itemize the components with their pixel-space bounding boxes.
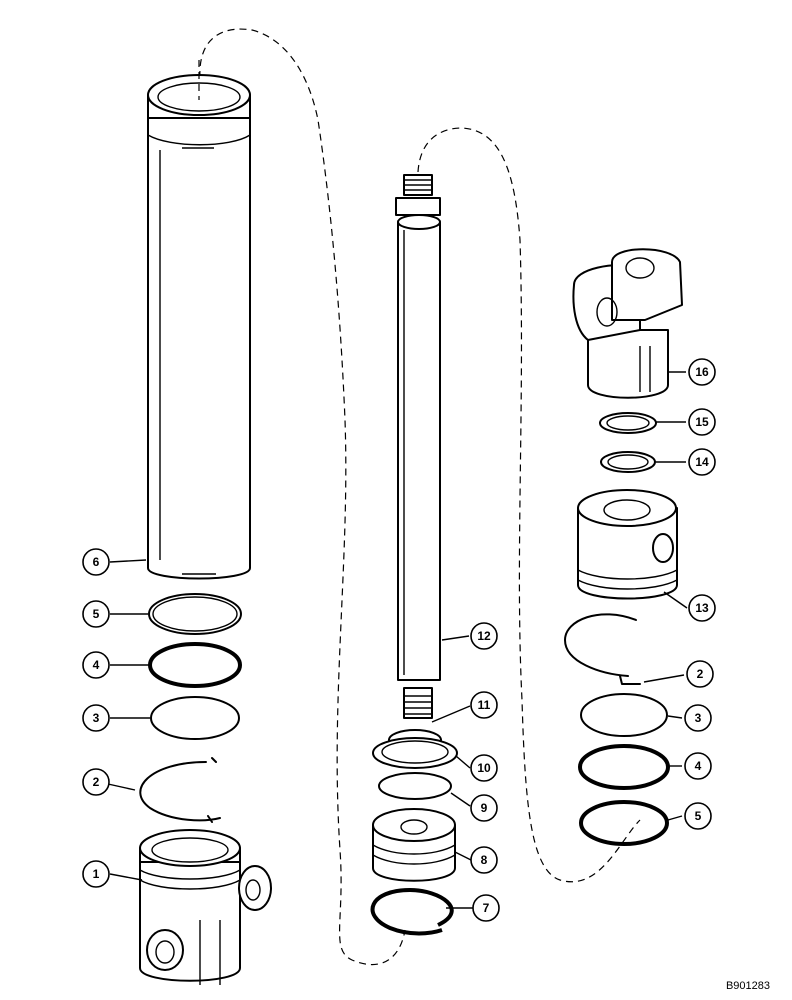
callout-9: 9 [470, 794, 498, 822]
callout-5-right: 5 [684, 802, 712, 830]
svg-text:12: 12 [477, 629, 491, 643]
svg-text:6: 6 [93, 555, 100, 569]
callout-6: 6 [82, 548, 110, 576]
seal-ring-4-right [578, 744, 670, 790]
callout-8: 8 [470, 846, 498, 874]
piston-8 [372, 808, 456, 882]
callout-15: 15 [688, 408, 716, 436]
assembly-path-line [199, 28, 406, 966]
svg-text:9: 9 [481, 801, 488, 815]
retaining-ring-7 [370, 887, 454, 936]
figure-reference-code: B901283 [725, 980, 770, 992]
svg-text:5: 5 [93, 607, 100, 621]
svg-text:13: 13 [695, 601, 709, 615]
svg-text:3: 3 [695, 711, 702, 725]
callout-16: 16 [688, 358, 716, 386]
svg-text:10: 10 [477, 761, 491, 775]
svg-text:15: 15 [695, 415, 709, 429]
seal-ring-3-left [150, 696, 240, 740]
seal-ring-3-right [580, 693, 668, 737]
o-ring-9 [378, 772, 452, 800]
seal-15 [599, 412, 657, 434]
callout-3-right: 3 [684, 704, 712, 732]
callout-3-left: 3 [82, 704, 110, 732]
callout-5-left: 5 [82, 600, 110, 628]
piston-rod [395, 174, 441, 719]
svg-text:7: 7 [483, 901, 490, 915]
snap-ring-2-right [564, 613, 641, 685]
callout-2-left: 2 [82, 768, 110, 796]
svg-text:1: 1 [93, 867, 100, 881]
svg-text:3: 3 [93, 711, 100, 725]
svg-text:4: 4 [695, 759, 702, 773]
seal-14 [600, 451, 656, 473]
callout-1: 1 [82, 860, 110, 888]
callout-2-right: 2 [686, 660, 714, 688]
seal-ring-5-right [579, 800, 669, 846]
svg-text:11: 11 [478, 698, 491, 712]
cylinder-base-end [139, 829, 272, 985]
snap-ring-2-left [139, 757, 221, 823]
svg-text:2: 2 [93, 775, 100, 789]
callout-7: 7 [472, 894, 500, 922]
svg-text:5: 5 [695, 809, 702, 823]
callout-10: 10 [470, 754, 498, 782]
leader-lines [107, 371, 688, 909]
callout-4-left: 4 [82, 651, 110, 679]
callout-12: 12 [470, 622, 498, 650]
wear-ring-10 [372, 737, 458, 769]
callout-4-right: 4 [684, 752, 712, 780]
gland-13 [577, 489, 678, 600]
seal-ring-4-left [148, 642, 242, 688]
svg-text:2: 2 [697, 667, 704, 681]
svg-text:8: 8 [481, 853, 488, 867]
callout-14: 14 [688, 448, 716, 476]
assembly-path-line [417, 127, 641, 883]
callout-13: 13 [688, 594, 716, 622]
callout-11: 11 [470, 691, 498, 719]
svg-text:16: 16 [695, 365, 709, 379]
cylinder-barrel [147, 60, 251, 580]
svg-text:4: 4 [93, 658, 100, 672]
seal-ring-5-left [148, 593, 242, 635]
rod-eye-clevis-16 [572, 248, 683, 399]
svg-text:14: 14 [695, 455, 709, 469]
